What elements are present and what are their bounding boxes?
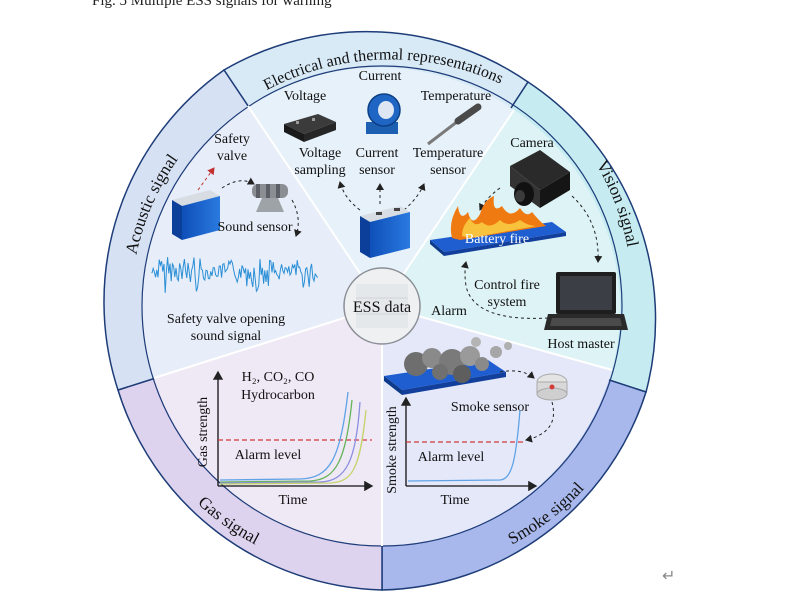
battery-fire-label: Battery fire: [465, 232, 529, 247]
smoke-x-axis-label: Time: [440, 493, 469, 508]
gas-curve-1: [219, 391, 349, 481]
opening-signal-label-2: sound signal: [191, 329, 262, 344]
gas-section: H₂, CO₂, CO Hydrocarbon Alarm level Gas …: [196, 370, 374, 508]
return-mark: ↵: [662, 566, 676, 585]
temperature-sensor-label-2: sensor: [430, 163, 466, 178]
voltage-module-icon: [284, 114, 336, 142]
current-sensor-label-1: Current: [356, 146, 399, 161]
device-current-label: Current: [359, 69, 402, 84]
voltage-sampling-label-2: sampling: [294, 163, 345, 178]
camera-icon: [510, 150, 570, 208]
arrow-to-waveform: [291, 199, 302, 237]
camera-label: Camera: [510, 136, 554, 151]
gas-curve-4: [219, 409, 367, 485]
safety-valve-label-2: valve: [217, 149, 247, 164]
smoke-detector-icon: [536, 373, 568, 401]
sound-waveform: [151, 257, 319, 293]
arrow-sensor-to-chart: [525, 401, 554, 443]
smoke-alarm-level-label: Alarm level: [418, 450, 485, 465]
battery-cell-icon: [360, 206, 410, 258]
temperature-sensor-label-1: Temperature: [413, 146, 484, 161]
control-fire-label-2: system: [488, 295, 527, 310]
temperature-probe-icon: [427, 103, 482, 146]
arrow-host-to-fire: [460, 261, 549, 319]
laptop-icon: [544, 272, 628, 330]
arrow-to-temperature-icon: [403, 183, 426, 211]
smoke-section: Smoke sensor Alarm level Smoke strength …: [384, 337, 568, 508]
acoustic-section: Safety valve Sound sensor Safety valve o…: [151, 132, 319, 344]
opening-signal-label-1: Safety valve opening: [167, 312, 285, 327]
vision-section: Camera Battery fire Control fire system …: [430, 136, 628, 352]
device-temperature-label: Temperature: [421, 89, 492, 104]
control-fire-label-1: Control fire: [474, 278, 540, 293]
safety-valve-label-1: Safety: [214, 132, 250, 147]
current-sensor-icon: [366, 93, 401, 134]
hydrocarbon-label: Hydrocarbon: [241, 388, 315, 403]
center-label: ESS data: [353, 299, 411, 316]
sound-sensor-icon: [252, 184, 288, 212]
gas-curve-3: [219, 401, 361, 484]
center-hub: ESS data: [343, 267, 421, 345]
gas-alarm-level-label: Alarm level: [235, 448, 302, 463]
arrow-smoke-to-sensor: [499, 370, 535, 379]
acoustic-battery-icon: [172, 190, 220, 240]
smoke-cloud-icon: [404, 337, 512, 383]
current-sensor-label-2: sensor: [359, 163, 395, 178]
gas-curve-2: [219, 399, 353, 483]
arrow-to-sound-sensor: [221, 177, 255, 189]
figure-caption: Fig. 5 Multiple ESS signals for warning: [92, 0, 332, 9]
voltage-sampling-label-1: Voltage: [299, 146, 342, 161]
smoke-curve: [407, 409, 521, 482]
arrow-camera-to-fire: [479, 187, 501, 211]
host-master-label: Host master: [547, 337, 615, 352]
arrow-camera-to-host: [571, 195, 603, 263]
smoke-y-axis-label: Smoke strength: [385, 406, 400, 494]
sector-acoustic: [142, 106, 382, 378]
gas-species-label: H₂, CO₂, CO: [242, 370, 315, 385]
sound-sensor-label: Sound sensor: [217, 220, 292, 235]
smoke-sensor-label: Smoke sensor: [451, 400, 530, 415]
alarm-label: Alarm: [431, 304, 467, 319]
arrow-to-voltage-icon: [337, 181, 361, 211]
valve-arrow: [197, 167, 215, 191]
gas-x-axis-label: Time: [278, 493, 307, 508]
electrical-section: Voltage Current Temperature Voltage samp…: [284, 69, 492, 258]
battery-fire-icon: [430, 196, 566, 256]
gas-y-axis-label: Gas strength: [196, 397, 211, 467]
device-voltage-label: Voltage: [284, 89, 327, 104]
